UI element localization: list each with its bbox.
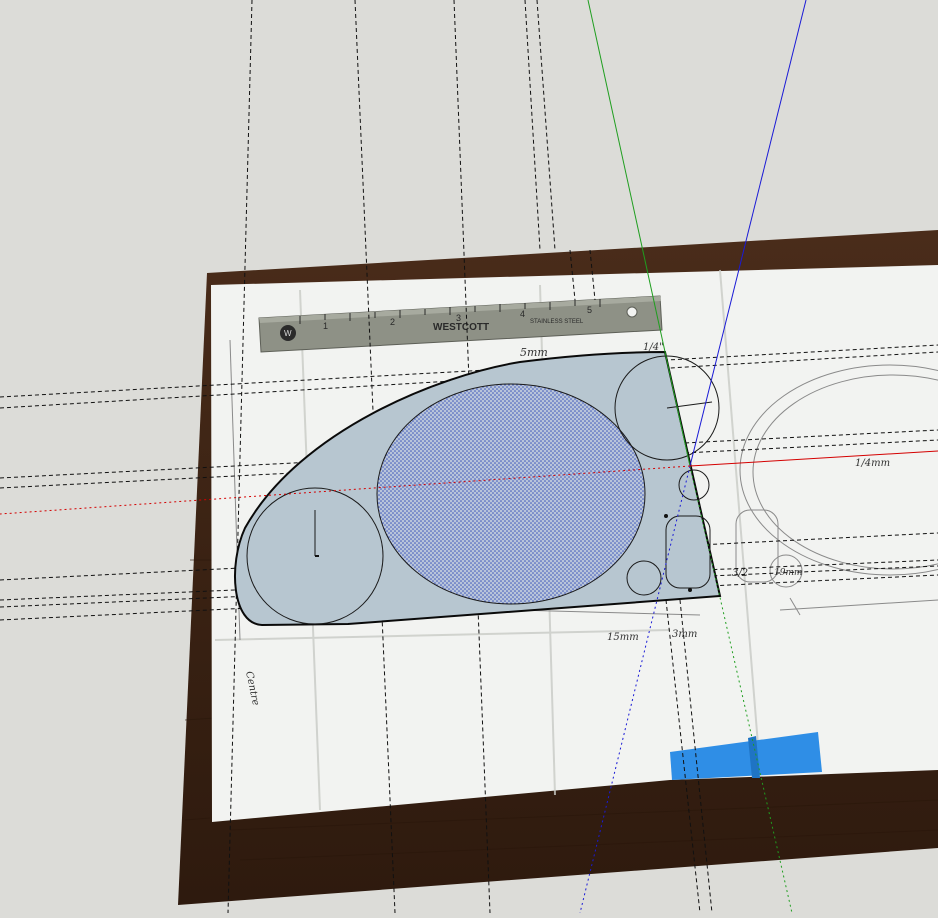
axis-red bbox=[689, 450, 938, 467]
gauge-face-model[interactable] bbox=[234, 350, 722, 627]
ruler-hole bbox=[626, 306, 638, 318]
axis-green bbox=[587, 0, 691, 467]
left-gauge-opening[interactable] bbox=[246, 487, 384, 625]
note-5mm: 5mm bbox=[520, 346, 548, 359]
axis-green-dotted bbox=[689, 465, 793, 914]
axis-blue bbox=[689, 0, 807, 467]
note-3mm: 3mm bbox=[672, 629, 697, 640]
note-quarter: 1/4" bbox=[643, 342, 664, 353]
small-bottom-circle[interactable] bbox=[626, 560, 662, 596]
note-32: 3/2 bbox=[732, 568, 748, 579]
steel-ruler: 1 2 3 4 5 WESTCOTT STAINLESS STEEL W bbox=[258, 295, 663, 353]
wood-grain bbox=[184, 559, 938, 861]
ruler-inch-5: 5 bbox=[587, 305, 592, 315]
note-15mm: 15mm bbox=[607, 632, 639, 643]
rounded-slot[interactable] bbox=[665, 515, 711, 589]
speedometer-opening[interactable] bbox=[376, 383, 646, 605]
note-19mm: 19mm bbox=[774, 568, 803, 578]
note-quarter-mm: 1/4mm bbox=[855, 458, 890, 469]
ruler-brand: WESTCOTT bbox=[433, 322, 489, 333]
ruler-inch-2: 2 bbox=[390, 317, 395, 327]
blue-tape bbox=[670, 732, 822, 780]
top-right-gauge-radius bbox=[666, 401, 713, 409]
paper-notes: 5mm 1/4" 15mm 3mm 3/2 19mm 1/4mm Centre bbox=[243, 342, 890, 707]
top-right-gauge-opening[interactable] bbox=[614, 355, 720, 461]
small-indicator-circle[interactable] bbox=[678, 469, 710, 501]
blue-tape-overlap bbox=[748, 736, 760, 778]
westcott-logo-icon: W bbox=[280, 325, 296, 341]
axis-red-dotted bbox=[0, 465, 691, 515]
ruler-inch-4: 4 bbox=[520, 309, 525, 319]
ruler-subtitle: STAINLESS STEEL bbox=[530, 319, 584, 325]
paper-sketch bbox=[229, 339, 938, 641]
axis-blue-dotted bbox=[579, 465, 691, 914]
ruler-inch-1: 1 bbox=[323, 321, 328, 331]
svg-text:W: W bbox=[284, 329, 292, 338]
ruler-inch-3: 3 bbox=[456, 313, 461, 323]
